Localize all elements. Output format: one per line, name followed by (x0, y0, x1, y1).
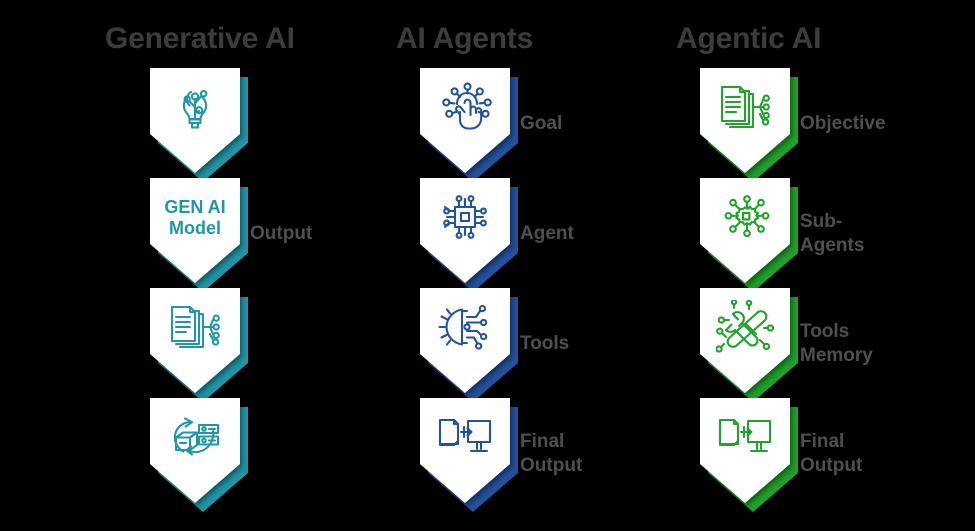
document-to-monitor-icon (420, 398, 510, 476)
cpu-chip-circuit-icon (420, 178, 510, 256)
tools-circuit-icon (700, 288, 790, 366)
hub-nodes-gear-icon (700, 178, 790, 256)
node-label: Agent (520, 223, 574, 244)
pennant-front-shape (420, 398, 510, 503)
gear-circuit-icon (420, 288, 510, 366)
hand-touch-network-icon (420, 68, 510, 146)
node-label: Tools Memory (800, 321, 873, 366)
node-inner-text: GEN AI Model (164, 197, 226, 238)
node-ai-agents-1[interactable]: Goal (420, 68, 562, 182)
pennant-front-shape (150, 178, 240, 283)
node-agentic-ai-4[interactable]: Final Output (700, 398, 862, 512)
documents-circuit-icon (700, 68, 790, 146)
node-label: Final Output (800, 431, 863, 476)
node-generative-ai-3[interactable] (150, 288, 248, 402)
documents-circuit-icon (150, 288, 240, 366)
node-label: Goal (520, 113, 563, 134)
node-label: Tools (520, 333, 570, 354)
lightbulb-circuit-icon (150, 68, 240, 146)
node-agentic-ai-2[interactable]: Sub-Agents (700, 178, 864, 292)
node-agentic-ai-3[interactable]: Tools Memory (700, 288, 873, 402)
pennant-front-shape (700, 398, 790, 503)
node-generative-ai-4[interactable] (150, 398, 248, 512)
node-generative-ai-1[interactable] (150, 68, 248, 182)
column-title-ai-agents: AI Agents (396, 22, 534, 55)
node-label: Sub-Agents (800, 211, 865, 256)
node-ai-agents-2[interactable]: Agent (420, 178, 574, 292)
node-label: Objective (800, 113, 886, 134)
data-sync-storage-icon (150, 398, 240, 476)
pennant-front-shape (420, 288, 510, 393)
node-agentic-ai-1[interactable]: Objective (700, 68, 886, 182)
document-to-monitor-icon (700, 398, 790, 476)
node-ai-agents-4[interactable]: Final Output (420, 398, 582, 512)
column-title-agentic-ai: Agentic AI (676, 22, 822, 55)
pennant-front-shape (420, 68, 510, 173)
column-title-generative-ai: Generative AI (105, 22, 295, 55)
node-ai-agents-3[interactable]: Tools (420, 288, 569, 402)
node-label: Final Output (520, 431, 583, 476)
node-label: Output (250, 223, 313, 244)
